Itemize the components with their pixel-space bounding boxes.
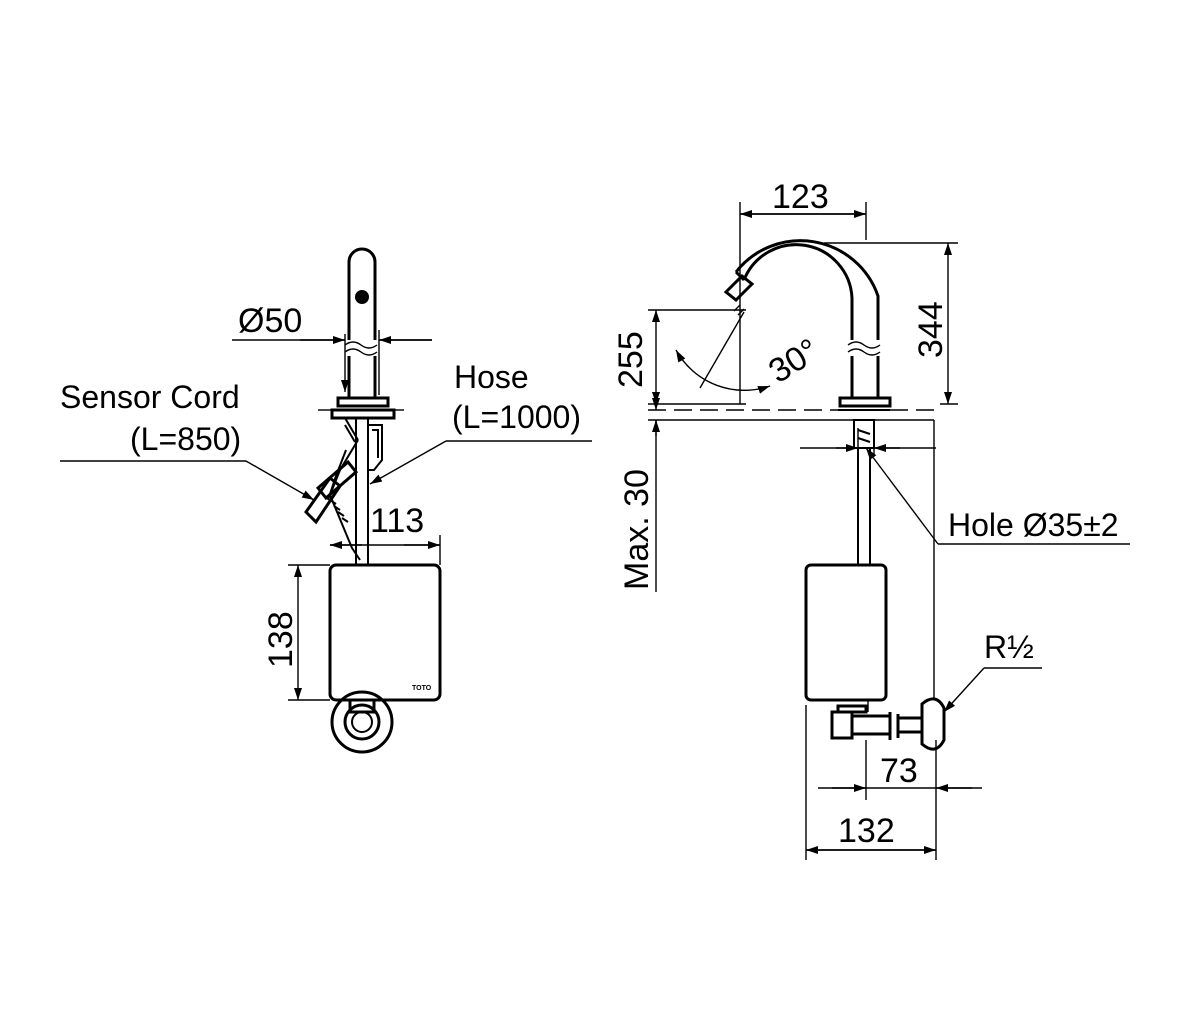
front-view: TOTO Ø50 Sensor Cord (L=850) Hose (L=100… [60, 247, 592, 754]
side-wall-valve [830, 697, 946, 751]
side-reach-123: 123 [772, 178, 829, 216]
hole-label: Hole Ø35±2 [948, 507, 1119, 543]
sensor-cord-connector [304, 459, 359, 525]
front-diameter-label: Ø50 [238, 302, 302, 340]
front-width-113: 113 [370, 502, 424, 540]
side-spout [723, 239, 881, 398]
hose-label: Hose [454, 359, 529, 395]
side-height-255: 255 [612, 331, 650, 388]
sensor-eye-icon [355, 290, 369, 304]
side-control-box [804, 563, 888, 702]
sensor-cord-label: Sensor Cord [60, 379, 240, 415]
side-height-344: 344 [912, 301, 950, 358]
front-valve [330, 690, 394, 754]
hose-length: (L=1000) [452, 399, 581, 435]
angle-30-label: 30° [762, 331, 826, 390]
side-shank [853, 419, 875, 565]
depth-73: 73 [880, 752, 918, 790]
side-base-flange [838, 396, 892, 408]
sensor-cord-length: (L=850) [130, 421, 241, 457]
front-base-flange [336, 396, 390, 408]
thread-label: R½ [984, 629, 1034, 665]
depth-132: 132 [838, 812, 895, 850]
front-height-138: 138 [262, 611, 300, 668]
max-thickness-label: Max. 30 [618, 469, 656, 590]
front-spout [344, 247, 378, 398]
side-view: 123 344 255 30° Max. 30 Hole Ø35±2 [612, 178, 1130, 860]
box-logo: TOTO [412, 685, 432, 692]
front-control-box [328, 563, 442, 702]
